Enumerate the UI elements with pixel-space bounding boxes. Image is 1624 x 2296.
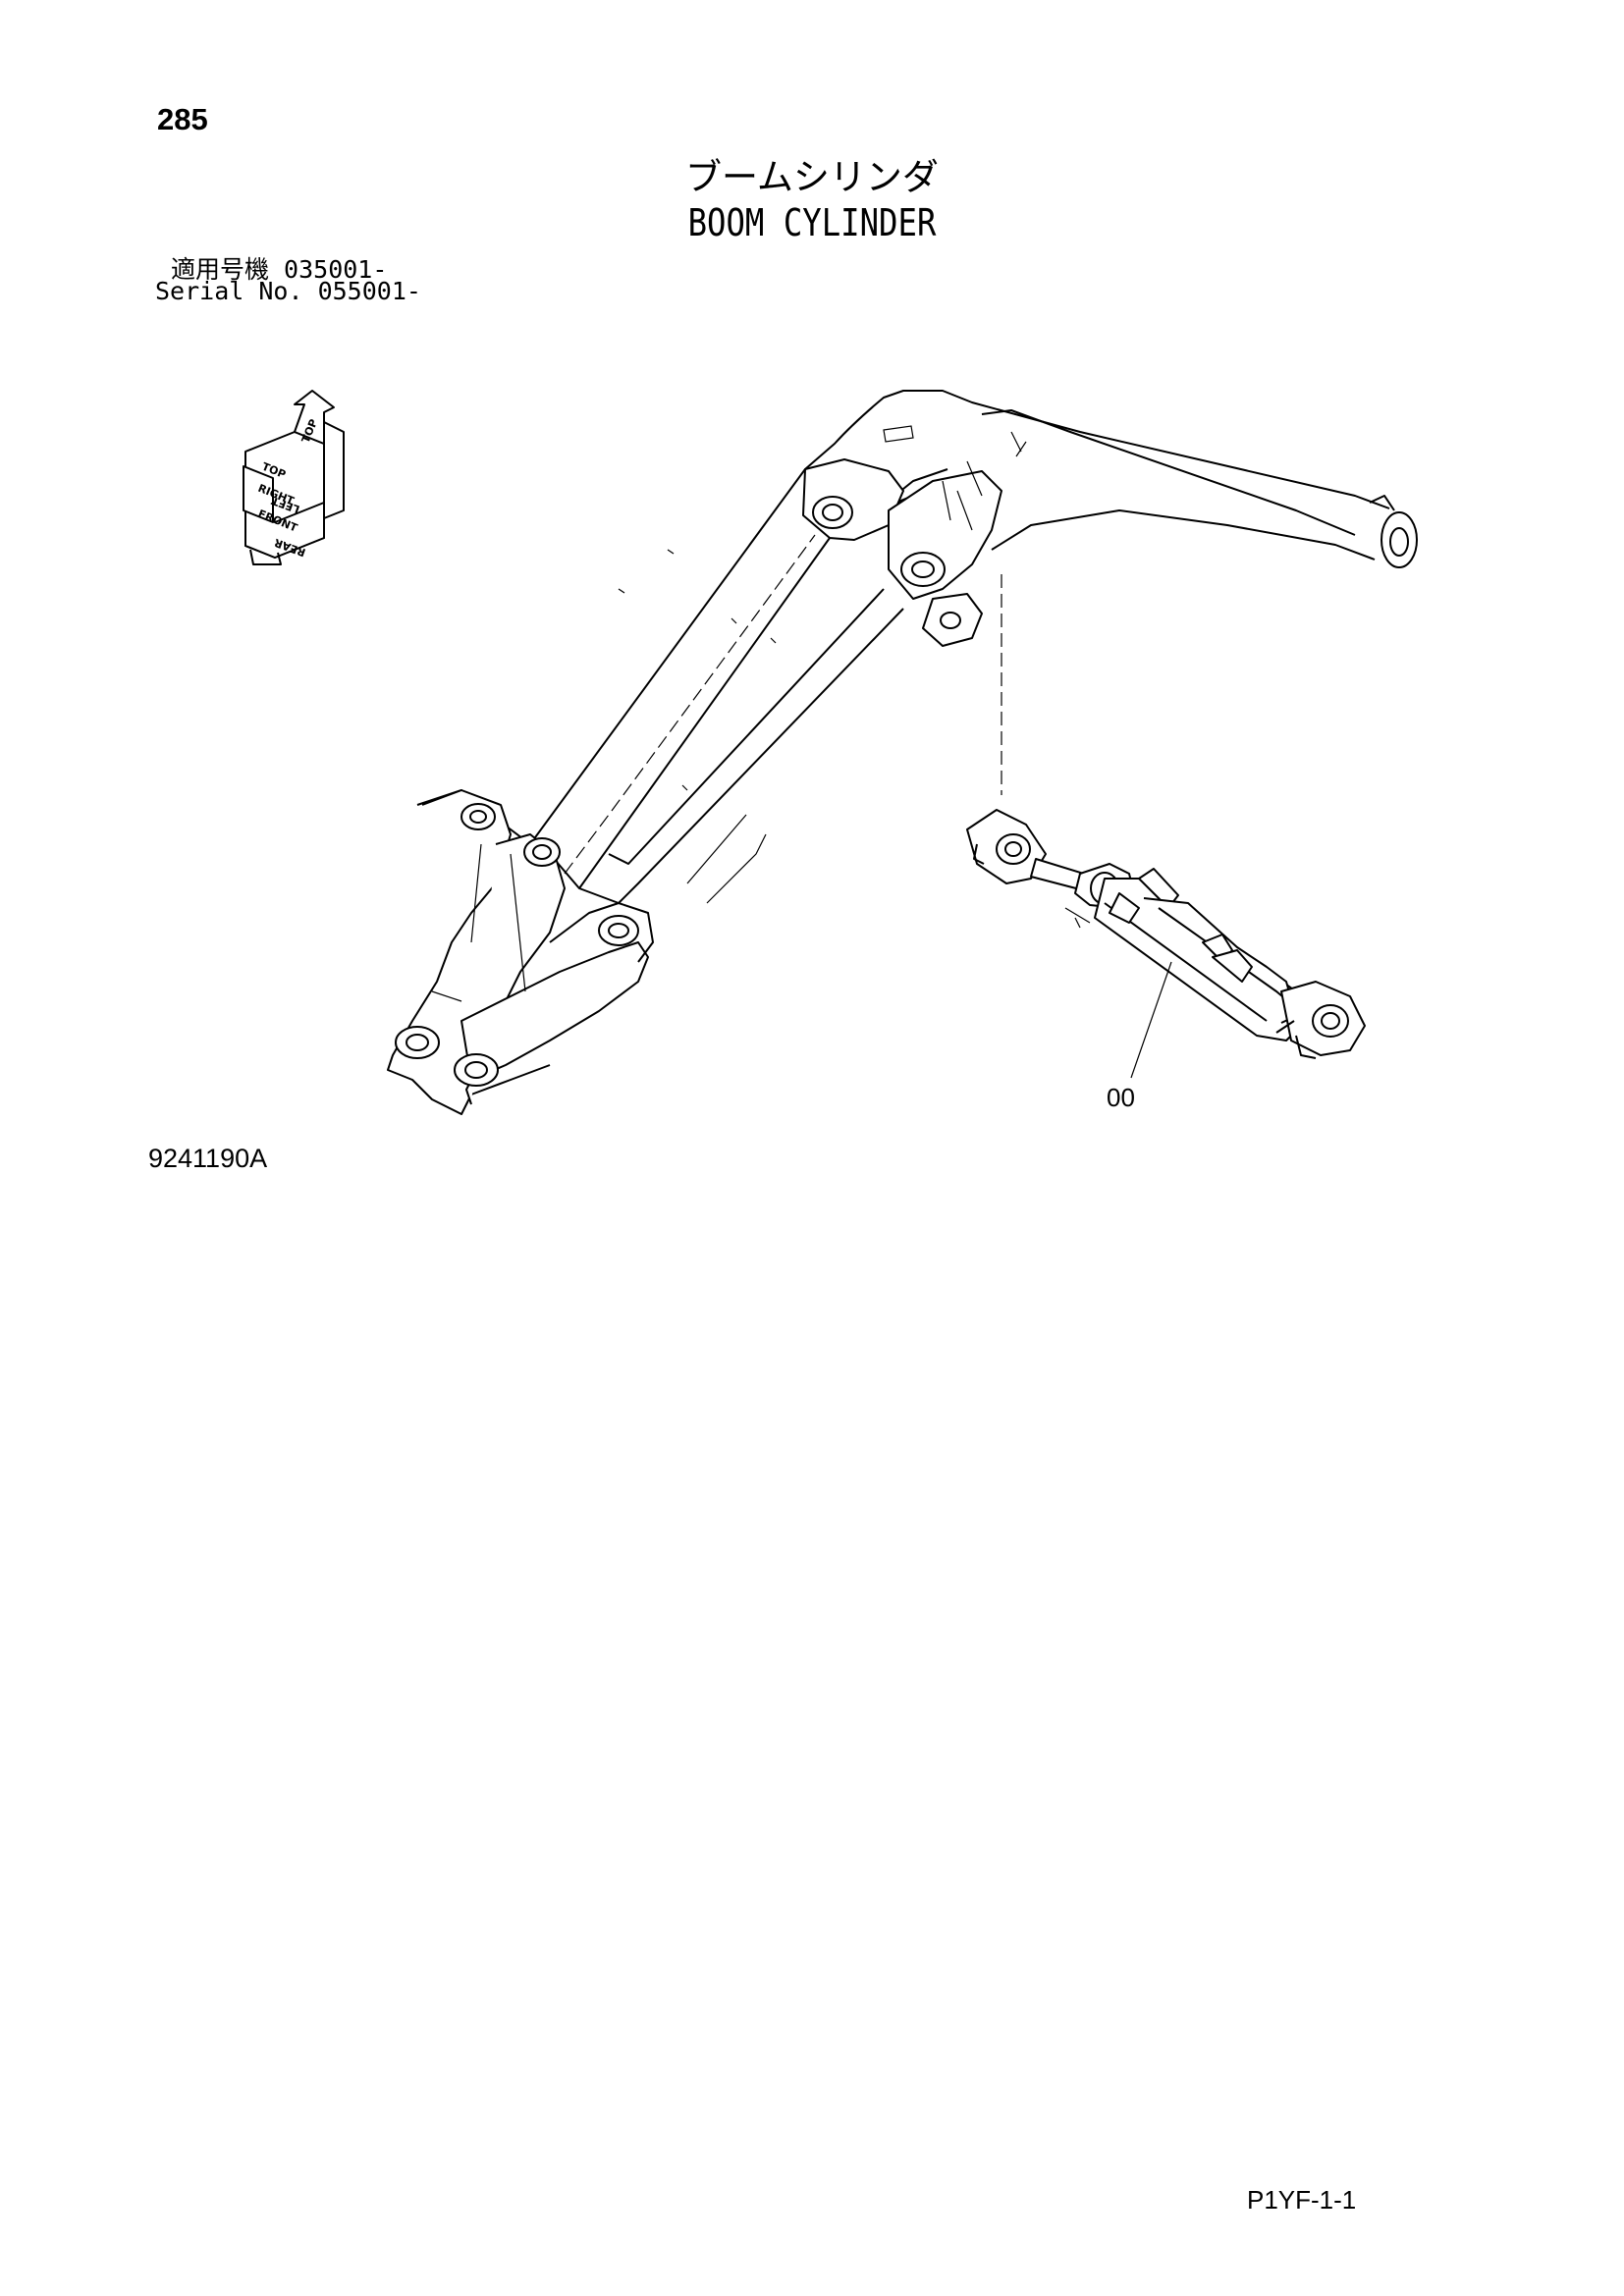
page-number: 285 — [157, 102, 208, 136]
applicable-serial-english: Serial No. 055001- — [155, 277, 421, 305]
applicable-serial-japanese: 適用号機 035001- — [171, 255, 388, 284]
page-title-japanese: ブームシリンダ — [685, 156, 939, 198]
page-code: P1YF-1-1 — [1247, 2185, 1357, 2215]
part-callout-leader-line — [1130, 961, 1172, 1079]
figure-code: 9241190A — [148, 1144, 268, 1173]
page-title-english: BOOM CYLINDER — [687, 201, 937, 244]
boom-drawing — [387, 390, 1418, 1115]
boom-cylinder-part-drawing — [966, 809, 1366, 1059]
part-callout-label: 00 — [1107, 1083, 1135, 1112]
orientation-indicator-icon: TOP RIGHT FRONT TOP LEFT REAR — [243, 390, 345, 565]
